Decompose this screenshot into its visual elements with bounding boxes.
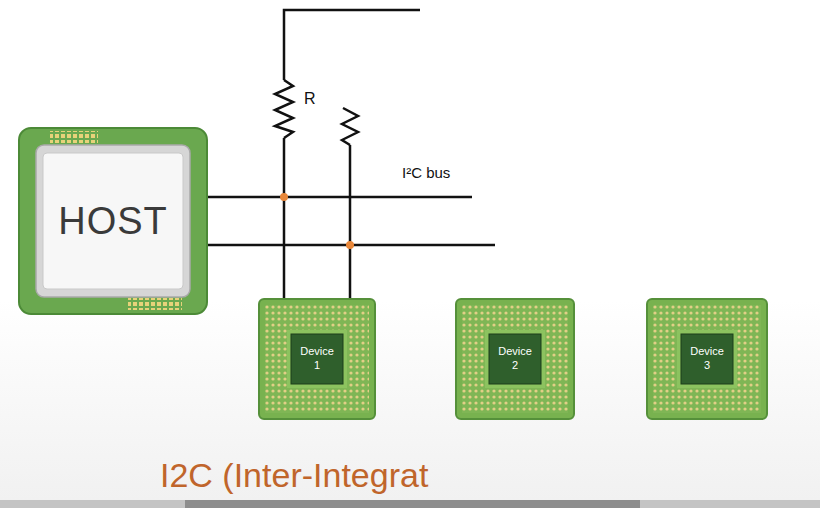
bus-wire (208, 245, 350, 298)
pin-row (50, 131, 98, 143)
pin-grid (462, 305, 568, 413)
chip-lid (43, 153, 183, 289)
chip-name: HOST (58, 200, 168, 243)
caption-text: I2C (Inter-Integrat (160, 456, 428, 495)
progress-bar (0, 500, 820, 508)
device-name: Device 3 (690, 345, 724, 373)
device-chip: Device 3 (646, 298, 768, 420)
chip-substrate (456, 299, 574, 419)
device-name: Device 1 (300, 345, 334, 373)
die-border (677, 330, 737, 388)
chip-substrate (647, 299, 767, 419)
resistor-label: R (304, 90, 316, 108)
host-chip: HOST (18, 127, 208, 315)
bus-wire (208, 197, 284, 298)
junction-dot (346, 241, 354, 249)
pin-grid (653, 305, 761, 413)
chip-die (291, 334, 343, 384)
resistor-symbol (342, 108, 358, 145)
chip-substrate (259, 299, 375, 419)
bus-label: I²C bus (402, 164, 450, 181)
chip-die (681, 334, 733, 384)
junction-dot (280, 193, 288, 201)
bus-line (284, 196, 472, 199)
progress-bar-fill (185, 500, 640, 508)
device-chip: Device 2 (455, 298, 575, 420)
device-chip: Device 1 (258, 298, 376, 420)
device-name: Device 2 (498, 345, 532, 373)
pin-grid (265, 305, 369, 413)
resistor-symbol (275, 80, 293, 138)
pin-row (128, 298, 182, 310)
floor-shade (0, 300, 820, 500)
supply-wire (284, 10, 420, 80)
chip-die (489, 334, 541, 384)
pull-up-wire (349, 145, 352, 245)
heat-spreader (36, 145, 190, 297)
die-border (287, 330, 347, 388)
pull-up-wire (283, 138, 286, 197)
chip-substrate (19, 128, 207, 314)
die-border (485, 330, 545, 388)
bus-line (350, 244, 495, 247)
